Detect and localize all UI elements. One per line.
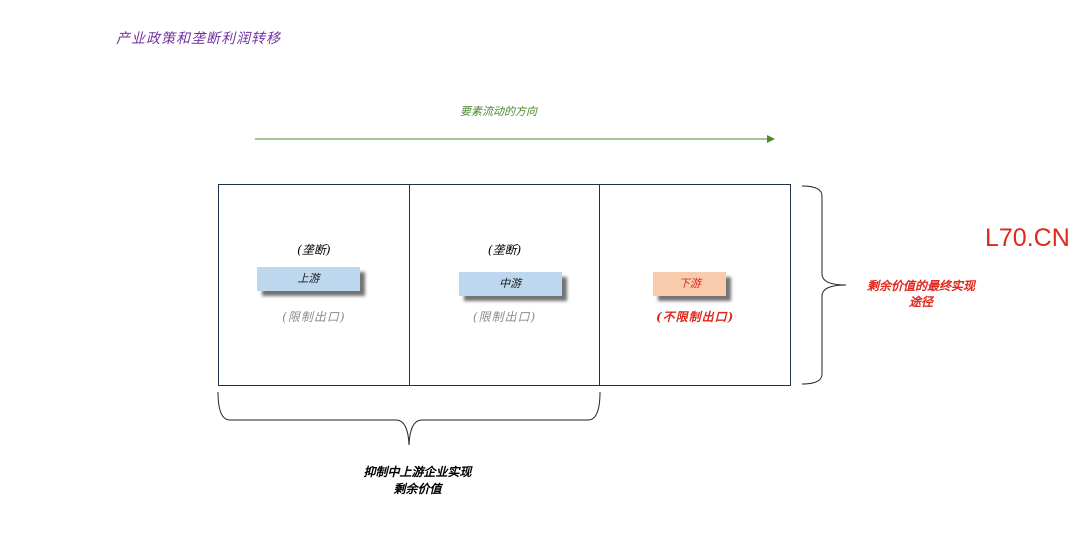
- midstream-cell: (垄断) 中游 (限制出口): [410, 185, 601, 385]
- bottom-note: 抑制中上游企业实现 剩余价值: [330, 464, 505, 498]
- downstream-cell: 下游 (不限制出口): [600, 185, 790, 385]
- flow-direction-label: 要素流动的方向: [460, 105, 537, 118]
- watermark: L70.CN: [985, 224, 1070, 252]
- upstream-cell: (垄断) 上游 (限制出口): [219, 185, 410, 385]
- midstream-stage-box: 中游: [458, 272, 562, 296]
- downstream-stage-box: 下游: [653, 272, 727, 296]
- upstream-stage-box: 上游: [257, 267, 360, 291]
- upstream-monopoly-label: (垄断): [297, 243, 331, 257]
- midstream-restriction-label: (限制出口): [472, 310, 537, 324]
- upstream-restriction-label: (限制出口): [282, 310, 346, 324]
- right-brace: [801, 185, 847, 385]
- bottom-brace: [217, 391, 601, 446]
- value-chain-box: (垄断) 上游 (限制出口) (垄断) 中游 (限制出口) 下游 (不限制出口): [218, 184, 791, 386]
- midstream-monopoly-label: (垄断): [487, 243, 522, 257]
- right-note-line2: 途径: [908, 295, 933, 309]
- right-note-line1: 剩余价值的最终实现: [866, 279, 975, 293]
- flow-direction-arrow: [255, 135, 775, 143]
- bottom-note-line2: 剩余价值: [393, 482, 442, 496]
- page-title: 产业政策和垄断利润转移: [116, 31, 281, 47]
- downstream-restriction-label: (不限制出口): [656, 310, 735, 324]
- bottom-note-line1: 抑制中上游企业实现: [363, 465, 472, 479]
- right-note: 剩余价值的最终实现 途径: [846, 278, 996, 310]
